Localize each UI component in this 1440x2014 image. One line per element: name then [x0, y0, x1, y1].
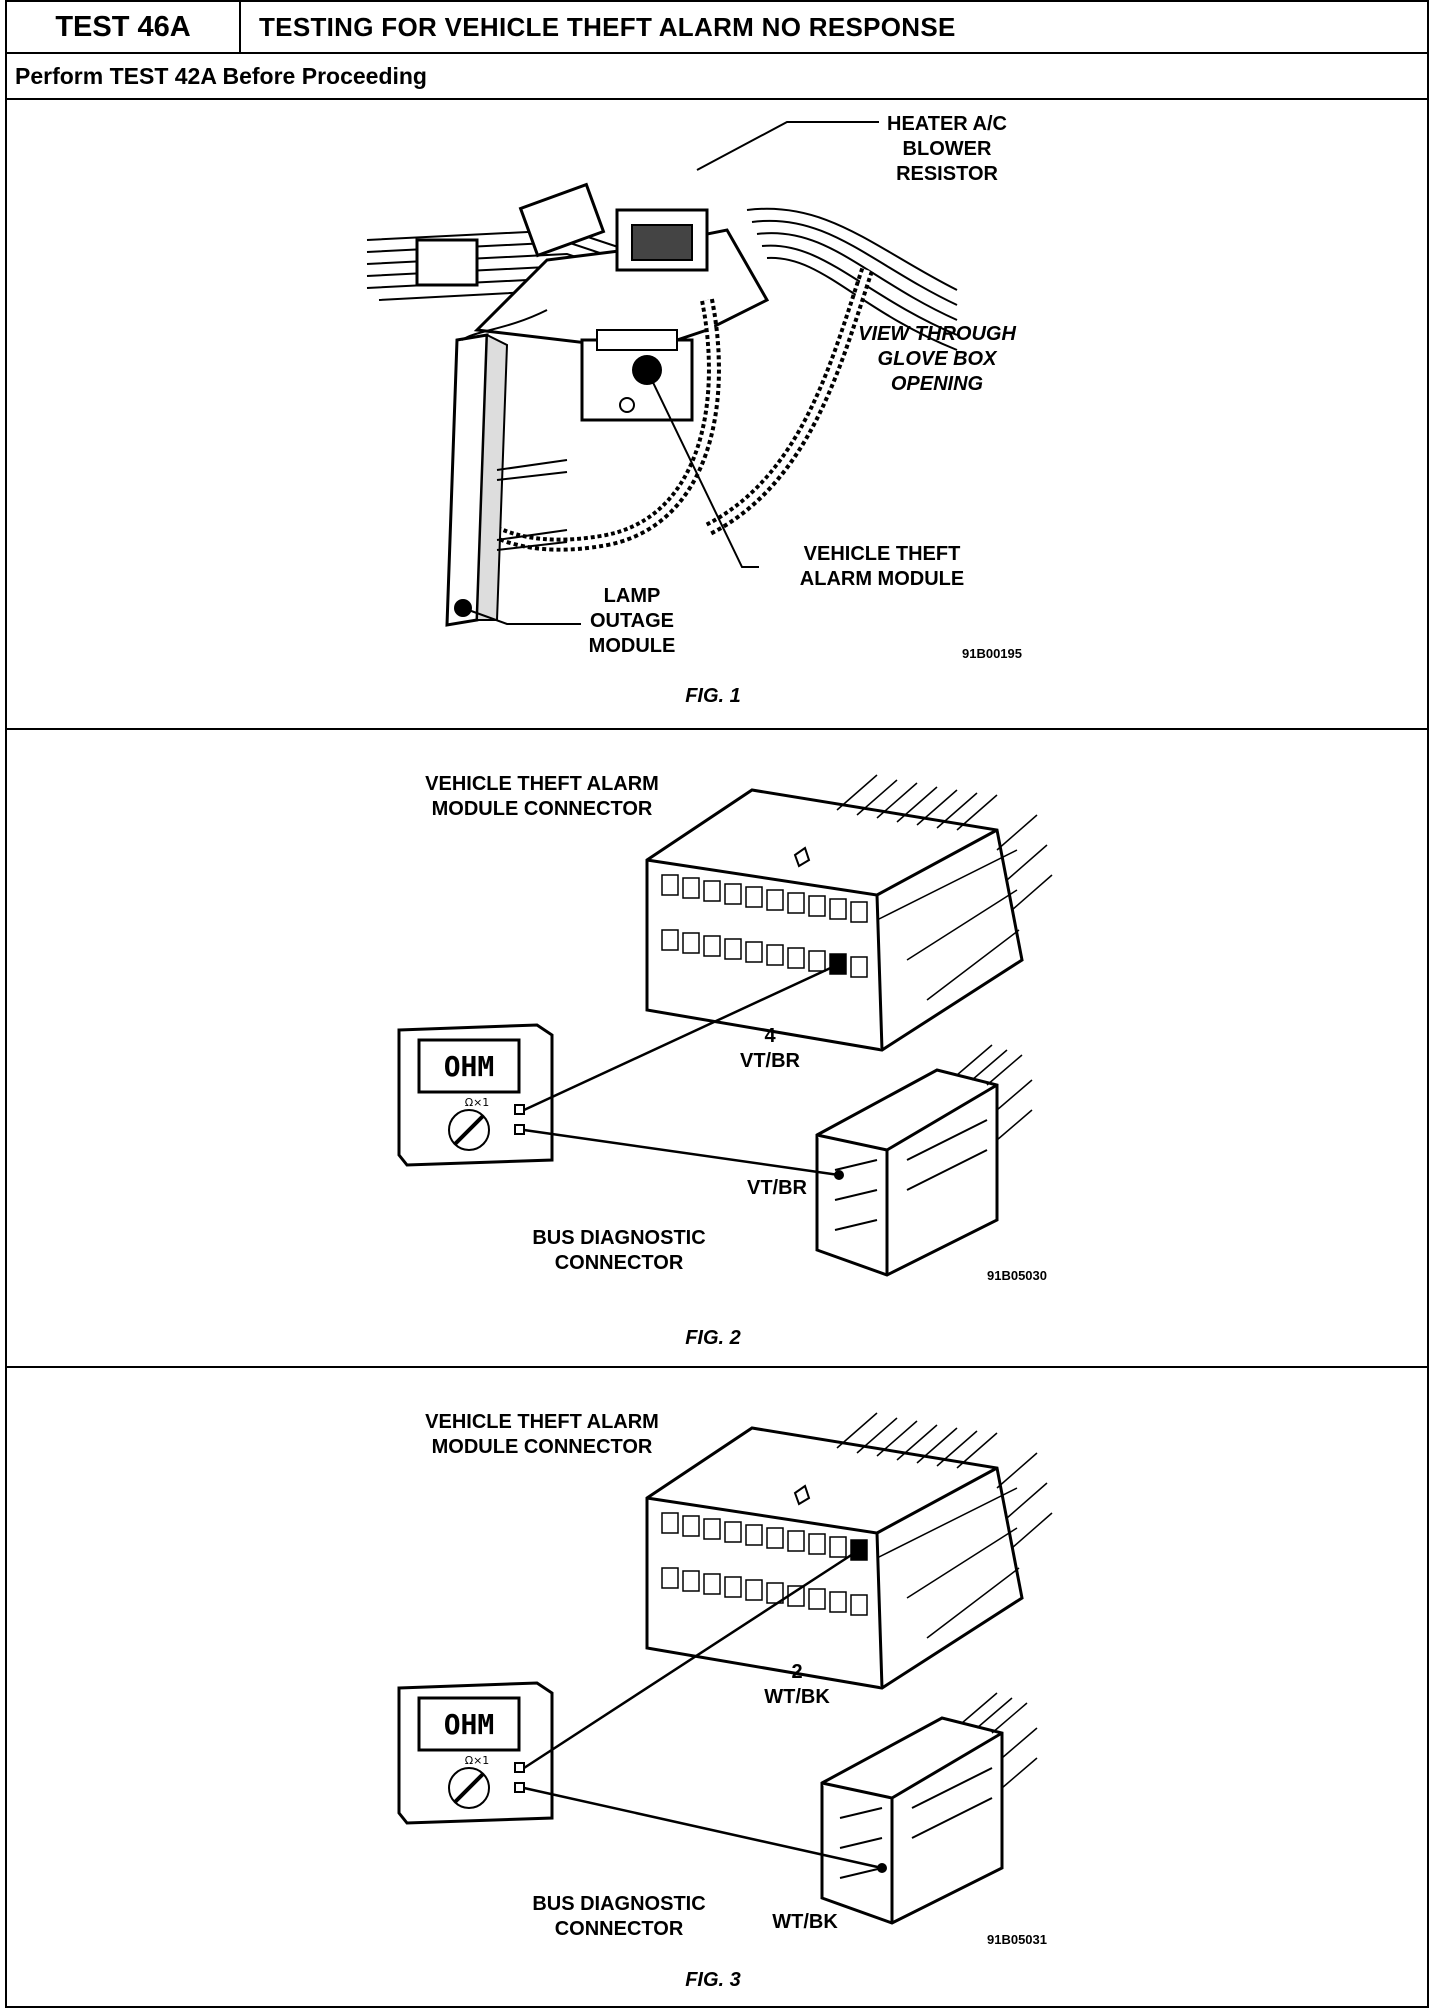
figure-code: 91B00195: [962, 646, 1022, 661]
figure-caption: FIG. 2: [685, 1327, 741, 1349]
figure-1-illustration: HEATER A/C BLOWER RESISTOR VIEW THROUGH …: [366, 113, 1022, 707]
meter-display: OHM: [444, 1050, 495, 1083]
test-title: TESTING FOR VEHICLE THEFT ALARM NO RESPO…: [259, 12, 956, 42]
figure-code: 91B05030: [987, 1268, 1047, 1283]
heater-label-l3: RESISTOR: [896, 163, 998, 185]
test-id: TEST 46A: [7, 2, 241, 52]
meter-display: OHM: [444, 1708, 495, 1741]
lamp-label-l1: LAMP: [604, 585, 661, 607]
figure-caption: FIG. 1: [685, 685, 741, 707]
heater-label-l1: HEATER A/C: [887, 113, 1007, 135]
vta-label-l1: VEHICLE THEFT: [804, 543, 961, 565]
view-label-l3: OPENING: [891, 373, 983, 395]
pin-number: 2: [791, 1661, 802, 1683]
connector-title-l1: VEHICLE THEFT ALARM: [425, 773, 659, 795]
figure-2-illustration: OHM Ω×1 VEHICLE THEFT ALARM MODULE CONNE…: [397, 773, 1053, 1349]
view-label-l2: GLOVE BOX: [878, 348, 999, 370]
connector-title-l2: MODULE CONNECTOR: [432, 798, 653, 820]
figure-3-illustration: OHM Ω×1 VEHICLE THEFT ALARM MODULE CONNE…: [397, 1411, 1053, 1991]
wire-color-bottom: WT/BK: [772, 1911, 838, 1933]
bus-label-l2: CONNECTOR: [555, 1918, 684, 1940]
lamp-label-l3: MODULE: [589, 635, 676, 657]
view-label-l1: VIEW THROUGH: [858, 323, 1016, 345]
figure-2-panel: OHM Ω×1 VEHICLE THEFT ALARM MODULE CONNE…: [7, 730, 1427, 1368]
figure-caption: FIG. 3: [685, 1969, 741, 1991]
pin-number: 4: [764, 1025, 776, 1047]
figure-3-panel: OHM Ω×1 VEHICLE THEFT ALARM MODULE CONNE…: [7, 1368, 1427, 2008]
bus-label-l1: BUS DIAGNOSTIC: [532, 1893, 705, 1915]
bus-label-l1: BUS DIAGNOSTIC: [532, 1227, 705, 1249]
wire-color-top: VT/BR: [740, 1050, 801, 1072]
meter-range: Ω×1: [465, 1096, 490, 1109]
connector-title-l2: MODULE CONNECTOR: [432, 1436, 653, 1458]
vta-label-l2: ALARM MODULE: [800, 568, 964, 590]
figure-code: 91B05031: [987, 1932, 1047, 1947]
prerequisite-note: Perform TEST 42A Before Proceeding: [7, 54, 1427, 100]
wire-color-bottom: VT/BR: [747, 1177, 808, 1199]
test-sheet: TEST 46A TESTING FOR VEHICLE THEFT ALARM…: [5, 0, 1429, 2008]
bus-label-l2: CONNECTOR: [555, 1252, 684, 1274]
connector-title-l1: VEHICLE THEFT ALARM: [425, 1411, 659, 1433]
figure-1-panel: HEATER A/C BLOWER RESISTOR VIEW THROUGH …: [7, 100, 1427, 730]
header: TEST 46A TESTING FOR VEHICLE THEFT ALARM…: [7, 2, 1427, 54]
meter-range: Ω×1: [465, 1754, 490, 1767]
heater-label-l2: BLOWER: [903, 138, 992, 160]
wire-color-top: WT/BK: [764, 1686, 830, 1708]
lamp-label-l2: OUTAGE: [590, 610, 674, 632]
